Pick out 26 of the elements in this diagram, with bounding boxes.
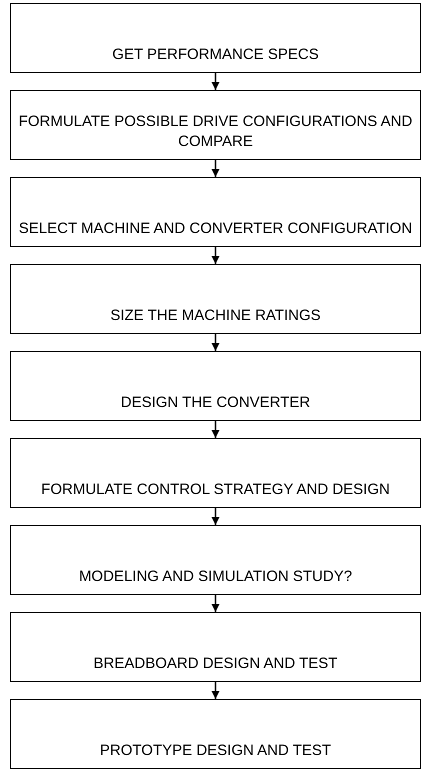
process-box [10, 264, 421, 334]
arrow [212, 334, 220, 351]
arrow [212, 595, 220, 612]
arrow [212, 682, 220, 699]
step-label: SELECT MACHINE AND CONVERTER CONFIGURATION [18, 218, 412, 239]
process-box [10, 612, 421, 682]
process-box [10, 90, 421, 160]
step-label: GET PERFORMANCE SPECS [112, 44, 319, 65]
arrow [212, 421, 220, 438]
arrow [212, 160, 220, 177]
process-box [10, 177, 421, 247]
arrow [212, 247, 220, 264]
process-box [10, 351, 421, 421]
process-box [10, 699, 421, 769]
step-label: FORMULATE POSSIBLE DRIVE CONFIGURATIONS AND COMPARE [18, 112, 414, 152]
process-box [10, 438, 421, 508]
arrow [212, 508, 220, 525]
process-box [10, 3, 421, 73]
arrow [212, 73, 220, 90]
step-label: DESIGN THE CONVERTER [120, 392, 310, 413]
process-box [10, 525, 421, 595]
step-label: PROTOTYPE DESIGN AND TEST [100, 740, 332, 761]
step-label: FORMULATE CONTROL STRATEGY AND DESIGN [41, 480, 390, 500]
step-label: BREADBOARD DESIGN AND TEST [94, 654, 338, 674]
step-label: SIZE THE MACHINE RATINGS [110, 306, 321, 326]
step-label: MODELING AND SIMULATION STUDY? [78, 566, 352, 587]
